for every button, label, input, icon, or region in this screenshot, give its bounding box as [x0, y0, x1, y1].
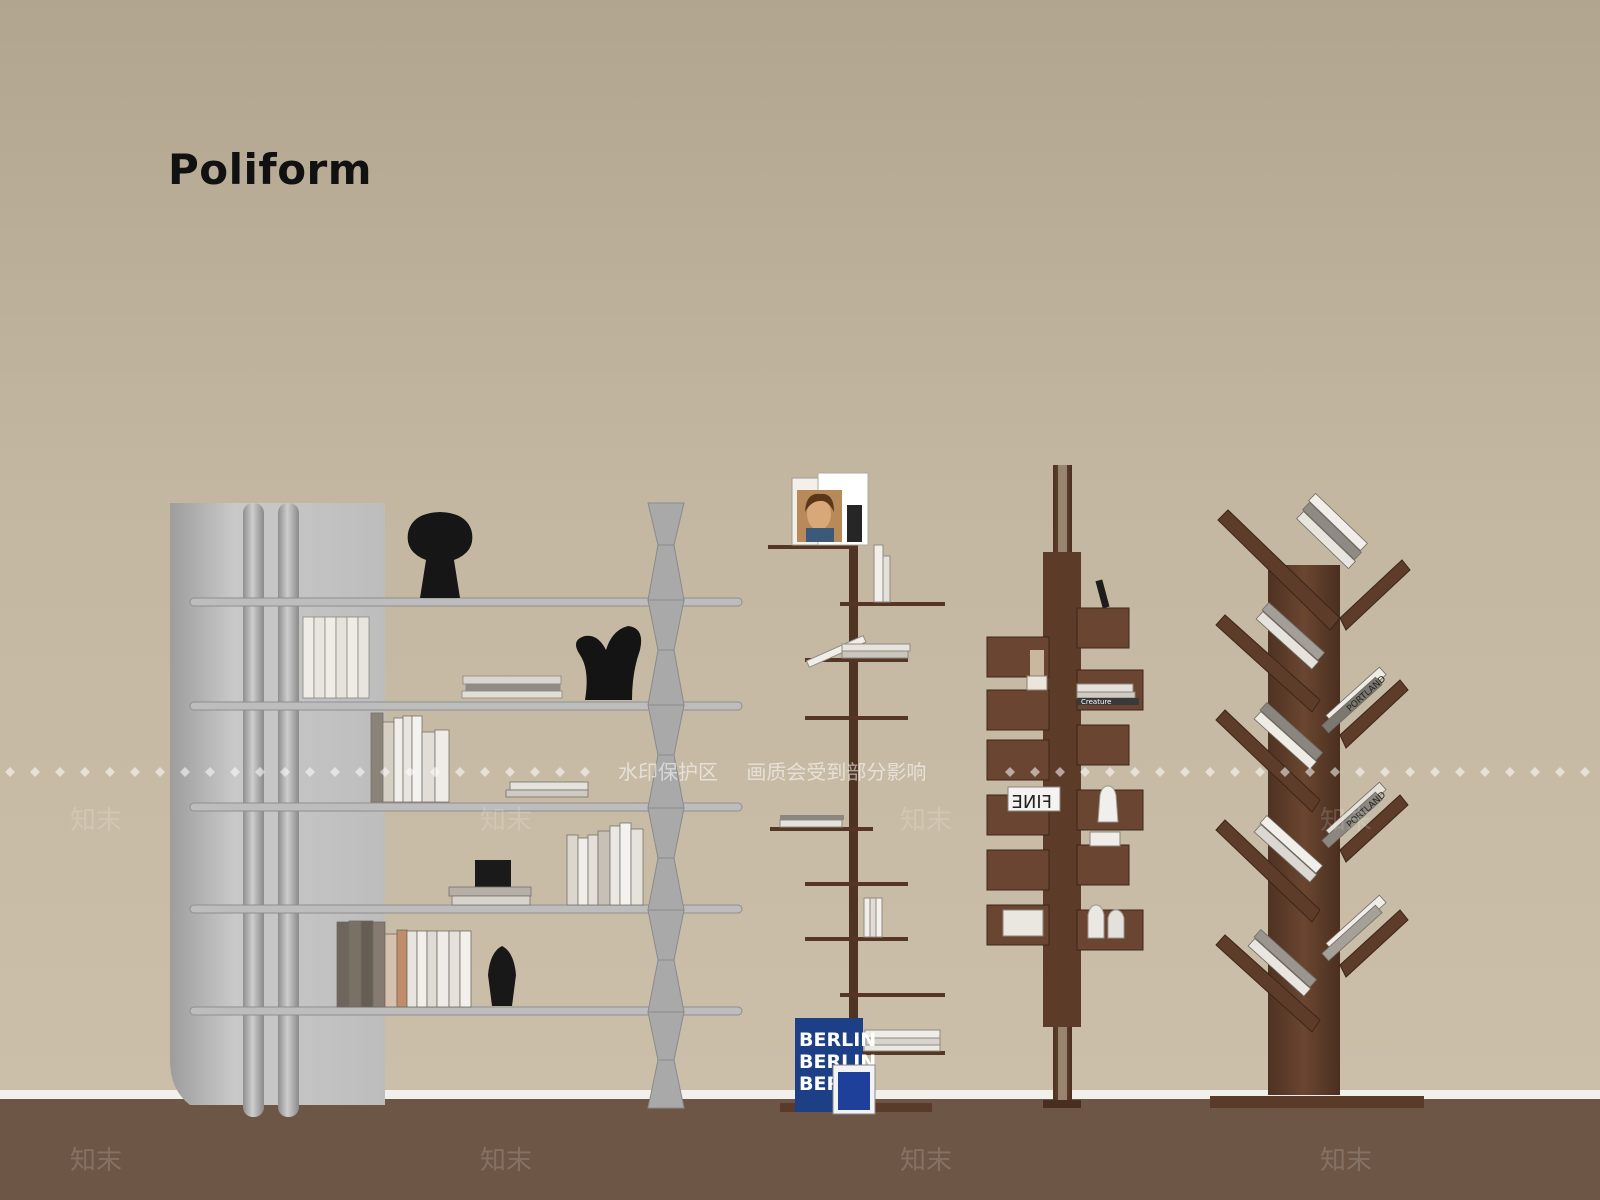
page-title: Poliform	[168, 145, 373, 194]
tree-base	[1210, 1096, 1424, 1108]
floor	[0, 1099, 1600, 1200]
white-vase-tall	[1097, 785, 1119, 823]
upright-book	[875, 897, 883, 938]
books-shelf1-row2	[370, 712, 589, 803]
creature-book-title: Creature	[1081, 698, 1111, 706]
creature-book	[1077, 698, 1139, 705]
wood-spine-bookcase: Creature FINE	[986, 465, 1144, 1108]
stacked-book	[865, 1037, 941, 1046]
tree-book-stacks	[1247, 492, 1387, 997]
berlin-title-1: BERLIN	[799, 1029, 876, 1051]
black-vase-small	[488, 946, 516, 1006]
diffuser-bottle	[1026, 675, 1048, 691]
upright-books-tier7	[863, 897, 871, 938]
portrait-hair	[805, 493, 834, 512]
tier-boards	[768, 545, 945, 1055]
stacked-book	[841, 650, 909, 659]
stacked-book	[779, 819, 843, 828]
black-vase-twin	[576, 626, 642, 700]
stacked-books-tier5	[780, 815, 844, 820]
fine-magazine	[1007, 786, 1061, 812]
fine-magazine-title: FINE	[1012, 792, 1053, 813]
upright-book	[869, 897, 877, 938]
white-vase-pair-1	[1087, 904, 1105, 939]
grey-panel-bookcase	[170, 502, 743, 1117]
books-shelf1-row4	[336, 920, 472, 1008]
stacked-books-bottom	[864, 1029, 941, 1039]
leaning-books-tier2	[873, 544, 884, 603]
pole-tiered-bookcase: BERLIN BERLIN BERLIN	[768, 472, 945, 1115]
black-candle-box	[475, 860, 511, 888]
books-shelf1-row1	[302, 616, 563, 699]
tree-bookcase: PORTLAND PORTLAND	[1210, 492, 1424, 1108]
blue-booklet-cover	[838, 1072, 870, 1110]
portrait-face	[807, 498, 831, 530]
portrait-collar	[806, 528, 834, 542]
stacked-books-tier3	[841, 643, 911, 652]
white-vase-pair-2	[1107, 909, 1125, 939]
tree-branches	[1215, 509, 1411, 1033]
stacked-book	[863, 1044, 941, 1052]
leaning-book	[882, 555, 891, 603]
black-book-leaning	[1095, 579, 1110, 609]
small-books-box	[1089, 831, 1121, 847]
black-vase-round	[407, 512, 473, 598]
books-shelf1-row3	[448, 822, 644, 906]
sculpted-column	[647, 502, 685, 1109]
upright-books-box	[1002, 909, 1044, 937]
black-white-booklet	[847, 505, 862, 542]
spine-base	[1043, 1100, 1081, 1108]
stacked-books-box2	[1076, 683, 1134, 693]
